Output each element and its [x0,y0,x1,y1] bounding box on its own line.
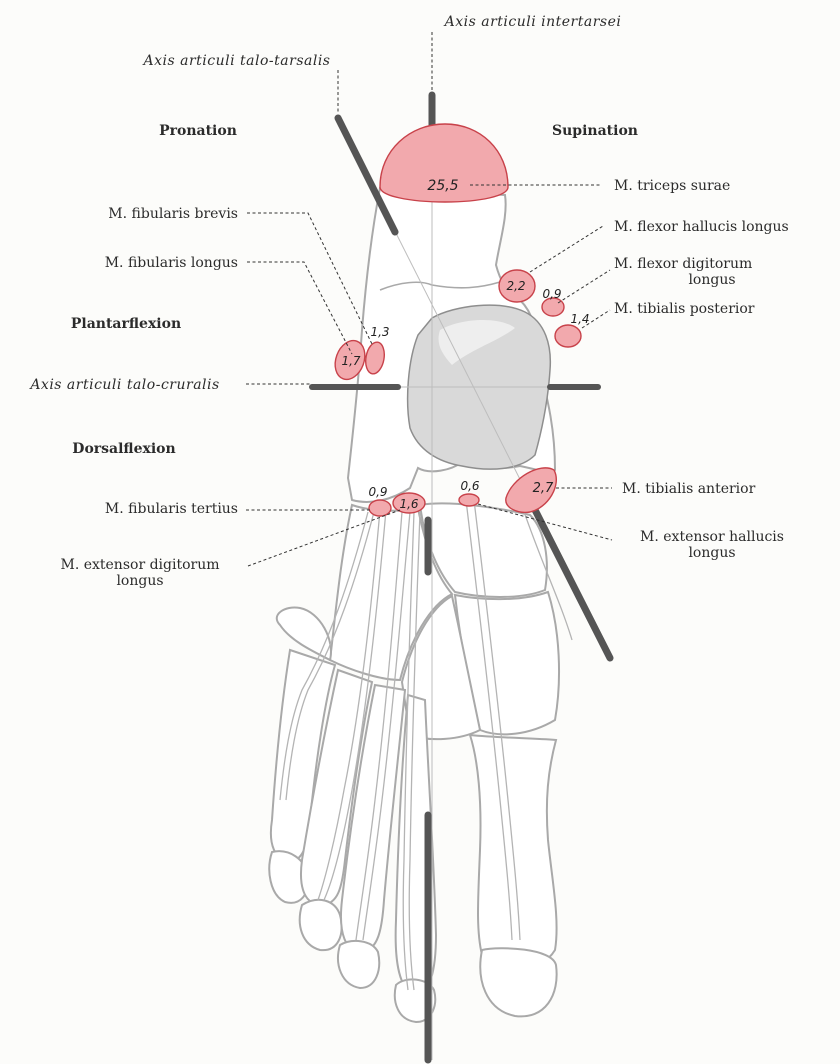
leader-fibularis-longus [247,262,352,354]
label-tibialis-posterior: M. tibialis posterior [614,301,755,317]
tibialis-posterior-area [555,325,581,347]
label-fibularis-tertius: M. fibularis tertius [105,501,238,517]
label-axis-talo-cruralis: Axis articuli talo-cruralis [28,377,219,393]
fibularis-tertius-area [369,500,391,516]
label-flexor-digitorum-longus-1: M. flexor digitorum [614,256,752,272]
label-fibularis-longus: M. fibularis longus [105,255,238,271]
label-triceps-surae: M. triceps surae [614,178,730,194]
label-tibialis-anterior: M. tibialis anterior [622,481,756,497]
value-flexor-hallucis-longus: 2,2 [506,279,525,293]
value-tibialis-posterior: 1,4 [570,312,589,326]
leader-fibularis-brevis [247,213,372,344]
extensor-hallucis-longus-area [459,494,479,506]
label-fibularis-brevis: M. fibularis brevis [108,206,238,222]
value-triceps-surae: 25,5 [427,178,458,194]
leader-flexor-hallucis-longus [530,226,603,272]
value-fibularis-tertius: 0,9 [368,485,387,499]
value-extensor-digitorum-longus: 1,6 [399,497,418,511]
label-dorsalflexion: Dorsalflexion [72,441,175,457]
foot-skeleton [269,188,559,1022]
metatarsal-5 [277,607,331,660]
leader-flexor-digitorum-longus [558,270,610,303]
label-extensor-digitorum-longus-2: longus [116,573,163,589]
label-supination: Supination [552,123,638,139]
label-extensor-digitorum-longus-1: M. extensor digitorum [60,557,219,573]
value-tibialis-anterior: 2,7 [533,481,554,496]
label-axis-talo-tarsalis: Axis articuli talo-tarsalis [142,53,331,69]
value-fibularis-longus: 1,7 [341,354,360,368]
label-flexor-digitorum-longus-2: longus [688,272,735,288]
hallux [480,948,556,1016]
label-axis-intertarsei: Axis articuli intertarsei [443,14,622,30]
value-extensor-hallucis-longus: 0,6 [460,479,479,493]
label-flexor-hallucis-longus: M. flexor hallucis longus [614,219,789,235]
value-flexor-digitorum-longus: 0,9 [542,287,561,301]
label-plantarflexion: Plantarflexion [71,316,181,332]
label-extensor-hallucis-longus-2: longus [688,545,735,561]
label-pronation: Pronation [159,123,237,139]
toe-3 [338,941,379,988]
toe-4 [300,900,342,950]
value-fibularis-brevis: 1,3 [370,325,389,339]
label-extensor-hallucis-longus-1: M. extensor hallucis [640,529,784,545]
